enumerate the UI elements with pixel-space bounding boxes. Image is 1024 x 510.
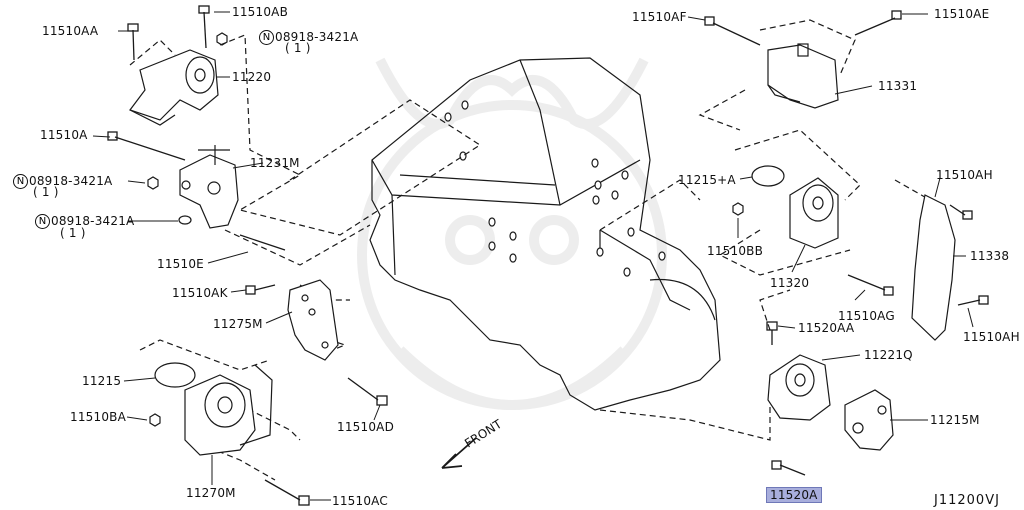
part-label-11510ad[interactable]: 11510AD — [337, 420, 395, 434]
part-label-11510bb[interactable]: 11510BB — [707, 244, 764, 258]
front-label: FRONT — [462, 417, 505, 451]
part-label-11510ba[interactable]: 11510BA — [70, 410, 127, 424]
part-label-11215m[interactable]: 11215M — [930, 413, 980, 427]
part-label-11510ac[interactable]: 11510AC — [332, 494, 388, 508]
nut-symbol-icon: N — [259, 30, 274, 45]
part-label-11338[interactable]: 11338 — [970, 249, 1010, 263]
part-label-11510e[interactable]: 11510E — [157, 257, 204, 271]
washer-11215-drawing — [154, 362, 196, 388]
part-label-11231m[interactable]: 11231M — [250, 156, 300, 170]
part-label-11510af[interactable]: 11510AF — [632, 10, 687, 24]
part-label-11510aa[interactable]: 11510AA — [42, 24, 99, 38]
bracket-11275m-drawing — [287, 279, 339, 361]
part-label-11331[interactable]: 11331 — [878, 79, 918, 93]
part-qty: ( 1 ) — [60, 226, 86, 240]
nut-symbol-icon: N — [35, 214, 50, 229]
part-label-11510ak[interactable]: 11510AK — [172, 286, 228, 300]
part-label-11510ah[interactable]: 11510AH — [963, 330, 1020, 344]
mount-11320-drawing — [789, 177, 839, 249]
part-label-11221q[interactable]: 11221Q — [864, 348, 913, 362]
engine-block — [369, 57, 721, 411]
nut-symbol-icon: N — [13, 174, 28, 189]
part-label-11510ag[interactable]: 11510AG — [838, 309, 895, 323]
front-arrow-icon — [441, 437, 477, 469]
part-qty: ( 1 ) — [33, 185, 59, 199]
washer-11215a-drawing — [751, 165, 785, 187]
part-label-11520a-highlighted[interactable]: 11520A — [766, 487, 822, 503]
shield-11338-drawing — [911, 194, 956, 341]
part-label-08918-3421a[interactable]: 08918-3421A — [29, 174, 113, 188]
bracket-11331-drawing — [767, 43, 839, 109]
part-label-08918-3421a[interactable]: 08918-3421A — [51, 214, 135, 228]
part-label-11510ah[interactable]: 11510AH — [936, 168, 993, 182]
mount-11220-drawing — [129, 49, 219, 126]
part-qty: ( 1 ) — [285, 41, 311, 55]
part-label-11215[interactable]: 11215 — [82, 374, 122, 388]
leader-lines — [92, 11, 974, 501]
diagram-code: J11200VJ — [934, 493, 1000, 508]
part-label-11215-a[interactable]: 11215+A — [678, 173, 736, 187]
bracket-11231m-drawing — [179, 145, 239, 229]
part-label-08918-3421a[interactable]: 08918-3421A — [275, 30, 359, 44]
part-label-11320[interactable]: 11320 — [770, 276, 810, 290]
part-label-11510ab[interactable]: 11510AB — [232, 5, 289, 19]
part-label-11510a[interactable]: 11510A — [40, 128, 88, 142]
part-label-11275m[interactable]: 11275M — [213, 317, 263, 331]
part-label-11510ae[interactable]: 11510AE — [934, 7, 990, 21]
mount-11270m-drawing — [184, 364, 273, 456]
part-label-11220[interactable]: 11220 — [232, 70, 272, 84]
nuts — [147, 32, 744, 427]
part-label-11270m[interactable]: 11270M — [186, 486, 236, 500]
mount-11221q-drawing — [767, 354, 831, 421]
bracket-11215m-drawing — [844, 389, 894, 451]
part-label-11520aa[interactable]: 11520AA — [798, 321, 855, 335]
